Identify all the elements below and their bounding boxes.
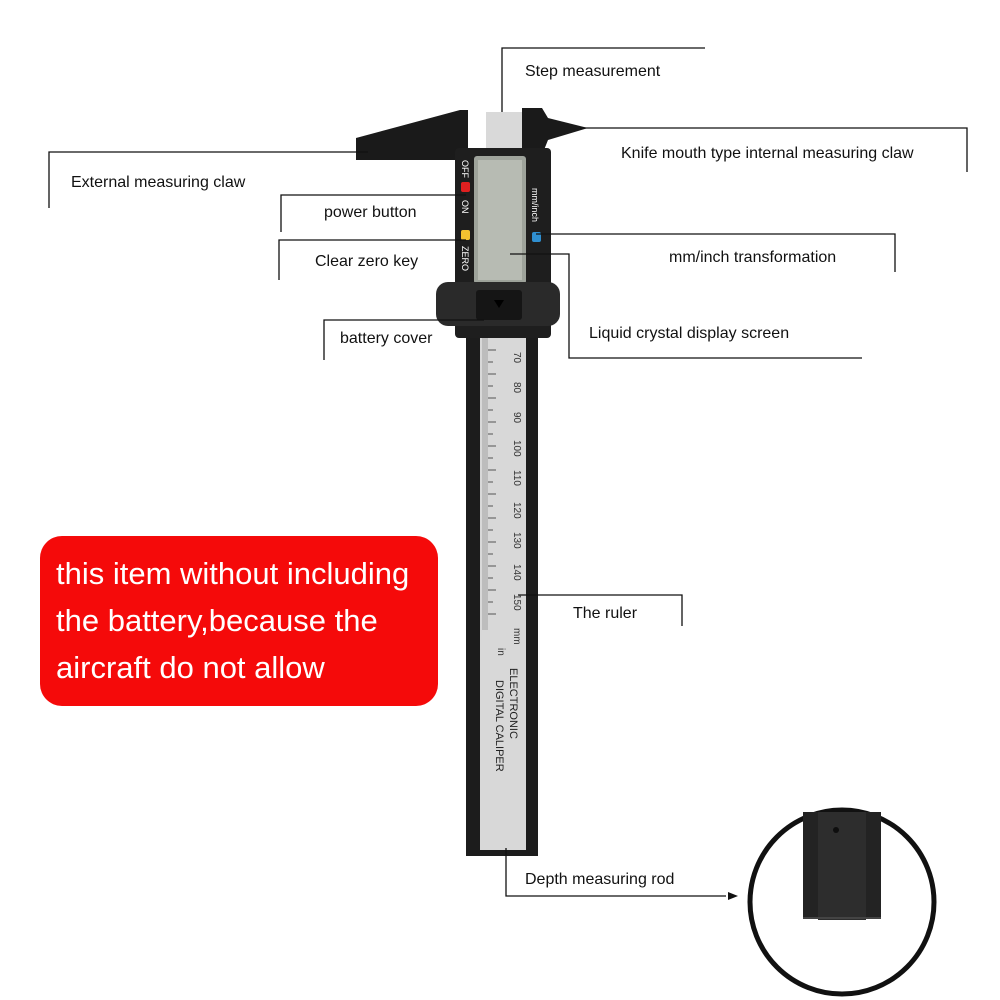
label-depth-rod: Depth measuring rod xyxy=(525,871,675,888)
scale-number: 130 xyxy=(511,532,522,549)
on-label: ON xyxy=(460,200,470,214)
callout-depth xyxy=(505,848,726,897)
callout-lines xyxy=(48,47,968,897)
scale-number: 110 xyxy=(511,470,522,486)
notice-line-1: this item without including xyxy=(56,556,410,591)
scale-number: 150 xyxy=(511,594,522,611)
scale-unit-in: in xyxy=(495,648,506,656)
callout-lcd xyxy=(510,253,862,359)
brand-line-2: DIGITAL CALIPER xyxy=(493,680,505,772)
label-lcd-screen: Liquid crystal display screen xyxy=(589,325,790,342)
callout-power xyxy=(280,194,466,232)
callout-step xyxy=(501,47,705,112)
notice-line-2: the battery,because the xyxy=(56,603,378,638)
zero-label: ZERO xyxy=(460,246,470,271)
label-knife-mouth-claw: Knife mouth type internal measuring claw xyxy=(621,145,914,162)
internal-claw xyxy=(522,108,588,160)
scale-number: 90 xyxy=(511,412,522,424)
label-battery-cover: battery cover xyxy=(340,330,433,347)
callout-zero xyxy=(278,239,466,280)
scale-number: 80 xyxy=(511,382,522,394)
arrow-icon xyxy=(728,892,738,900)
scale-unit-mm: mm xyxy=(511,628,522,645)
external-claw xyxy=(356,110,468,160)
callout-knife xyxy=(580,127,968,172)
label-power-button: power button xyxy=(324,204,417,221)
scale-number: 100 xyxy=(511,440,522,457)
label-mm-inch: mm/inch transformation xyxy=(669,249,837,266)
notice-line-3: aircraft do not allow xyxy=(56,650,325,685)
scale-number: 120 xyxy=(511,502,522,519)
scale-number: 140 xyxy=(511,564,522,581)
scale-numbers: 70 80 90 100 110 120 130 140 150 mm in xyxy=(495,352,522,656)
callout-external xyxy=(48,151,368,208)
step-gap xyxy=(486,112,522,148)
ruler-ticks xyxy=(488,349,496,615)
unit-label: mm/inch xyxy=(530,188,540,222)
zero-button-shape xyxy=(461,230,470,240)
label-clear-zero-key: Clear zero key xyxy=(315,253,419,270)
scale-number: 70 xyxy=(511,352,522,364)
label-external-claw: External measuring claw xyxy=(71,174,246,191)
callout-battery xyxy=(323,319,484,360)
label-ruler: The ruler xyxy=(573,605,638,622)
callout-mm xyxy=(536,233,896,272)
brand-line-1: ELECTRONIC xyxy=(507,668,519,739)
callout-ruler xyxy=(518,594,683,626)
label-step-measurement: Step measurement xyxy=(525,63,661,80)
off-label: OFF xyxy=(460,160,470,178)
off-button-shape xyxy=(461,182,470,192)
battery-notice: this item without including the battery,… xyxy=(40,536,438,706)
